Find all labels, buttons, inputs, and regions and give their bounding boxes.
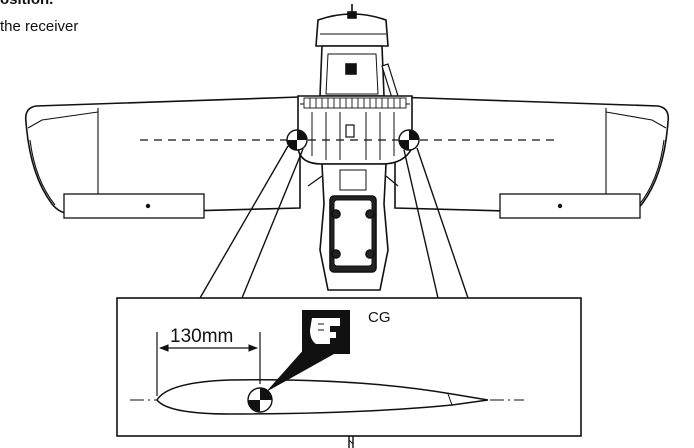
instruction-text-line-2: the receiver bbox=[0, 18, 79, 35]
pointing-hand-icon bbox=[302, 310, 350, 354]
cg-marker-left bbox=[286, 129, 308, 151]
right-wing bbox=[394, 96, 670, 219]
cg-marker-right bbox=[398, 129, 420, 151]
fuselage bbox=[297, 4, 413, 291]
dimension-label: 130mm bbox=[170, 326, 233, 347]
airfoil-section bbox=[156, 379, 489, 415]
instruction-text-line-1: osition. bbox=[0, 0, 53, 8]
cg-label: CG bbox=[368, 309, 391, 326]
lower-connector bbox=[348, 436, 354, 448]
cg-marker-airfoil bbox=[247, 387, 273, 413]
cg-detail-box: 130mm CG bbox=[116, 297, 582, 437]
magnifier-leader-lines bbox=[199, 145, 469, 299]
left-wing bbox=[24, 96, 301, 219]
